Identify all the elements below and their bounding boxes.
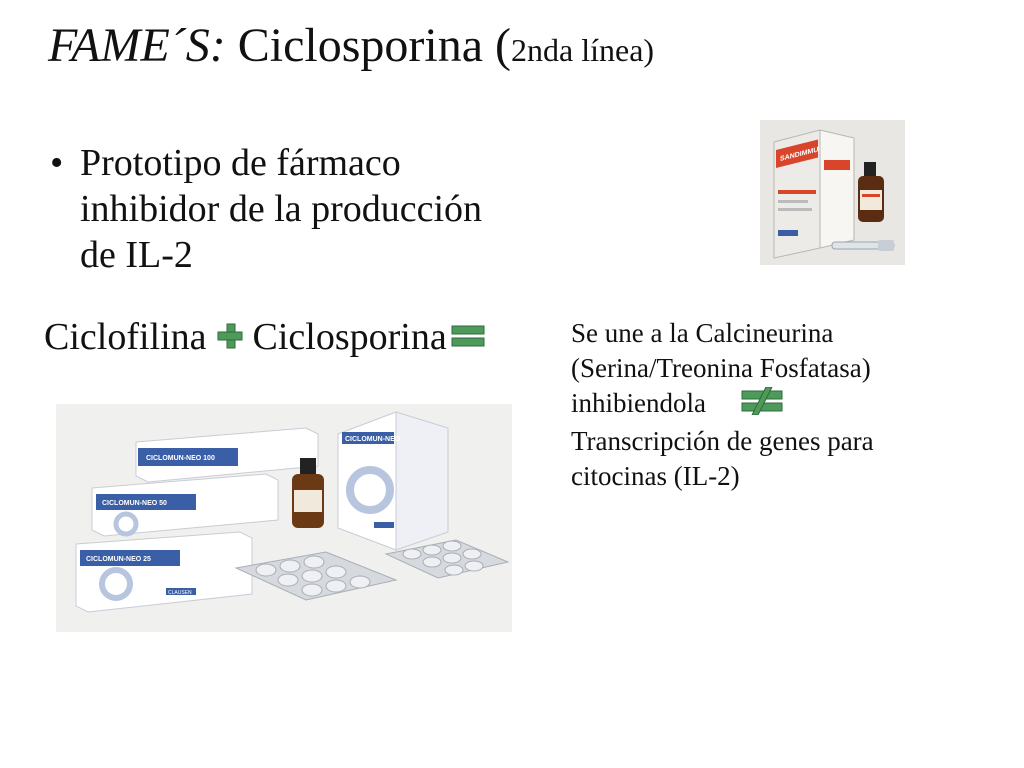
plus-icon [217,312,243,362]
equals-icon [451,312,485,362]
box-label-25: CICLOMUN-NEO 25 [86,556,151,563]
title-small: 2nda línea) [511,32,655,68]
description-line-5: citocinas (IL-2) [571,461,740,492]
title-main: Ciclosporina ( [237,19,512,72]
brand-label: CLAUSEN [168,590,192,596]
box-label-tall: CICLOMUN-NEO [345,436,401,443]
sandimmun-product-photo: SANDIMMUN [760,120,905,265]
ciclomun-products-photo: CICLOMUN-NEO CICLOMUN-NEO 100 CICLOMUN-N… [56,404,512,632]
box-label-50: CICLOMUN-NEO 50 [102,500,167,507]
sandimmun-product-illustration: SANDIMMUN [760,120,905,265]
mechanism-description: Se une a la Calcineurina (Serina/Treonin… [571,316,991,494]
description-line-3-row: inhibiendola [571,386,991,424]
slide-title: FAME´S: Ciclosporina (2nda línea) [48,14,654,82]
description-line-2: (Serina/Treonina Fosfatasa) [571,353,871,383]
box-label-100: CICLOMUN-NEO 100 [146,455,215,462]
ciclofilina-term: Ciclofilina [44,316,207,358]
equation-line: Ciclofilina Ciclosporina [44,312,495,362]
bullet-text: Prototipo de fármaco inhibidor de la pro… [80,142,483,276]
not-equal-icon [740,386,784,424]
bullet-marker: • [50,142,64,184]
title-prefix: FAME´S: [48,19,226,72]
ciclosporina-term: Ciclosporina [252,316,447,358]
ciclomun-products-illustration: CICLOMUN-NEO CICLOMUN-NEO 100 CICLOMUN-N… [56,404,512,632]
bullet-point: • Prototipo de fármaco inhibidor de la p… [50,140,490,278]
description-line-4: Transcripción de genes para [571,426,874,457]
description-line-1: Se une a la Calcineurina [571,318,834,348]
description-line-3: inhibiendola [571,388,706,418]
